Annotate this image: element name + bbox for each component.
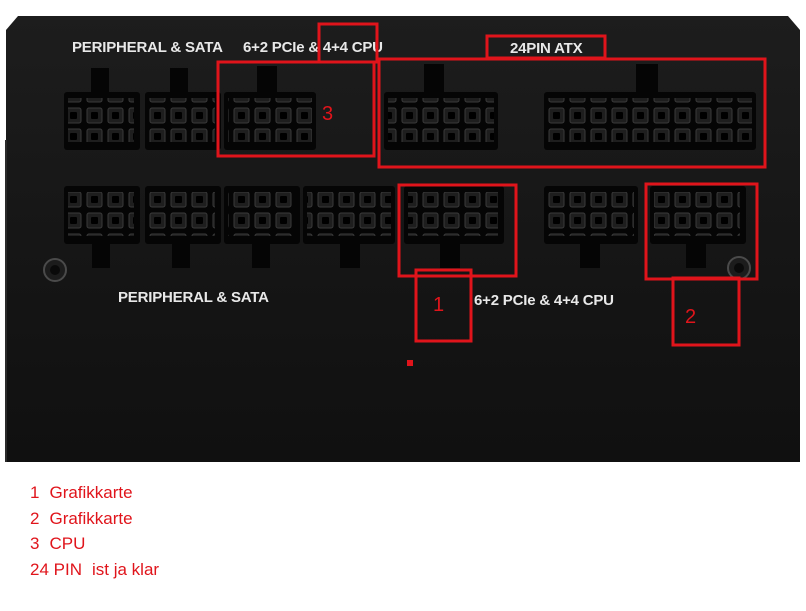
legend-text: Grafikkarte [49,483,133,502]
top-connector-row [64,64,756,150]
box-marker-2 [671,276,741,347]
marker-2: 2 [685,306,696,328]
marker-3: 3 [322,103,333,125]
marker-1: 1 [433,294,444,316]
screw-left [43,258,67,282]
legend-item: 3 CPU [30,531,159,557]
box-marker-1 [414,268,473,343]
bottom-connector-row [64,186,746,268]
legend-item: 2 Grafikkarte [30,506,159,532]
box-24pin-connector [377,57,767,169]
legend-item: 24 PIN ist ja klar [30,557,159,583]
legend-key: 2 [30,508,40,528]
label-peripheral-sata-bottom: PERIPHERAL & SATA [118,289,269,306]
screw-right [727,256,751,280]
red-dot [407,360,413,366]
legend-text: Grafikkarte [49,508,133,528]
legend-key: 24 PIN [30,559,82,579]
legend-key: 3 [30,534,40,553]
annotation-boxes [216,22,767,347]
legend-key: 1 [30,483,40,502]
label-pcie-cpu-top: 6+2 PCIe & 4+4 CPU [243,39,383,56]
label-peripheral-sata-top: PERIPHERAL & SATA [72,39,223,56]
box-cpu-connector [216,60,376,158]
label-pcie-cpu-bottom: 6+2 PCIe & 4+4 CPU [474,292,614,309]
legend-item: 1 Grafikkarte [30,480,159,506]
label-24pin-atx: 24PIN ATX [510,40,583,57]
legend-text: ist ja klar [91,559,160,579]
legend-list: 1 Grafikkarte 2 Grafikkarte 3 CPU 24 PIN… [30,480,159,582]
legend-text: CPU [49,534,86,553]
psu-back-panel-photo: PERIPHERAL & SATA 6+2 PCIe & 4+4 CPU 24P… [5,16,800,462]
box-gpu-connector-1 [397,183,518,278]
